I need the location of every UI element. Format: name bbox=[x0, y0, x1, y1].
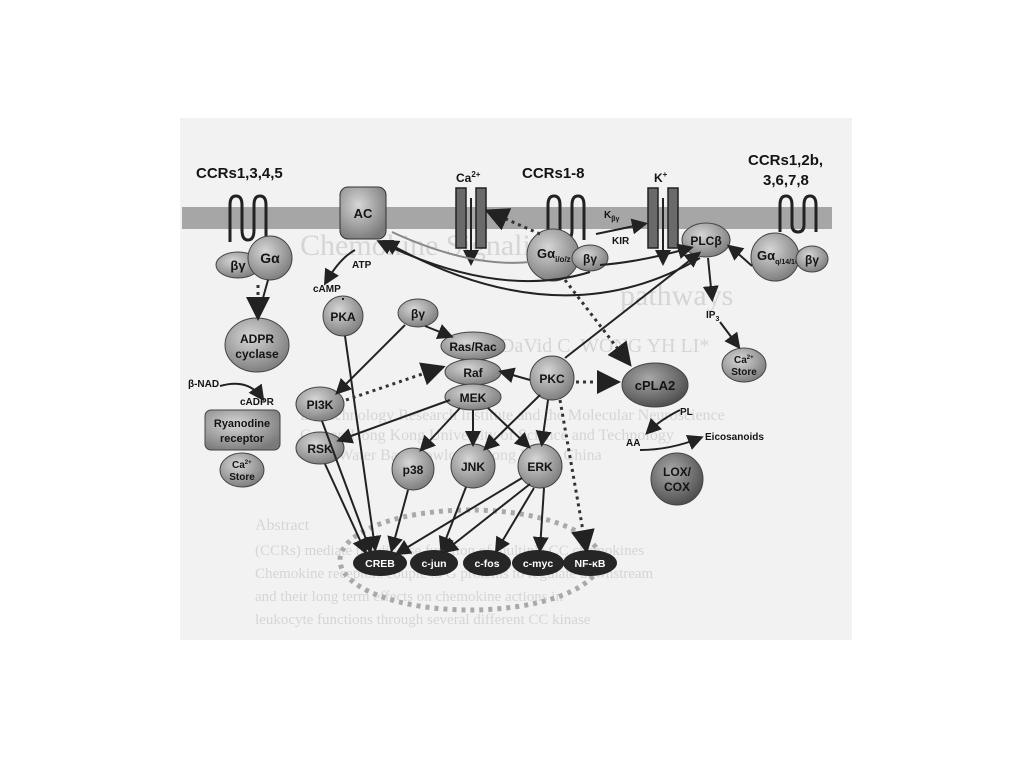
atp-label: ATP bbox=[352, 260, 372, 271]
receptor-label-right-2: 3,6,7,8 bbox=[763, 172, 809, 189]
store-right-ca: Ca2+ bbox=[734, 355, 754, 366]
rsk-node bbox=[295, 431, 345, 465]
svg-text:Abstract: Abstract bbox=[255, 517, 310, 534]
lox-cox-node bbox=[650, 452, 704, 506]
beta-gamma-left-label: βγ bbox=[230, 258, 246, 273]
beta-nad-label: β-NAD bbox=[188, 379, 219, 390]
ras-rac-label: Ras/Rac bbox=[449, 340, 497, 354]
lox-label-2: COX bbox=[664, 480, 690, 494]
pka-label: PKA bbox=[330, 310, 356, 324]
calcium-channel-label: Ca2+ bbox=[456, 170, 481, 185]
tf-nf-kb bbox=[563, 550, 617, 576]
k-beta-gamma-label: Kβγ bbox=[604, 210, 620, 223]
receptor-icon-left bbox=[228, 194, 268, 242]
svg-text:leukocyte functions through se: leukocyte functions through several diff… bbox=[255, 612, 591, 628]
adpr-label-2: cyclase bbox=[235, 347, 279, 361]
p38-node bbox=[391, 447, 435, 491]
pi3k-node bbox=[295, 386, 345, 422]
lox-label-1: LOX/ bbox=[663, 465, 692, 479]
svg-text:Center, Hong Kong University o: Center, Hong Kong University of Science … bbox=[300, 427, 674, 444]
erk-label: ERK bbox=[527, 460, 553, 474]
plc-beta-label: PLCβ bbox=[690, 234, 721, 248]
store-left-ca: Ca2+ bbox=[232, 460, 252, 471]
store-left-word: Store bbox=[229, 472, 255, 483]
beta-gamma-middle-label: βγ bbox=[583, 252, 597, 266]
camp-label: cAMP bbox=[313, 284, 341, 295]
beta-gamma-right-label: βγ bbox=[805, 253, 819, 267]
pka-node bbox=[322, 295, 364, 337]
ac-label: AC bbox=[354, 206, 373, 221]
beta-gamma-free-label: βγ bbox=[411, 307, 425, 321]
svg-text:Chemokine Signaling: Chemokine Signaling bbox=[300, 229, 561, 262]
g-alpha-left bbox=[247, 235, 293, 281]
tf-c-jun-label: c-jun bbox=[421, 558, 446, 570]
receptor-icon-right bbox=[778, 194, 818, 234]
g-alpha-left-label: Gα bbox=[260, 250, 280, 266]
beta-gamma-free bbox=[397, 298, 439, 328]
cpla2-label: cPLA2 bbox=[635, 378, 675, 393]
g-alpha-i-label: Gαi/o/z bbox=[537, 246, 571, 264]
svg-text:and their long term effects on: and their long term effects on chemokine… bbox=[255, 589, 563, 605]
jnk-label: JNK bbox=[461, 460, 485, 474]
svg-text:pathways: pathways bbox=[620, 279, 733, 312]
potassium-channel bbox=[647, 187, 679, 266]
potassium-channel-label: K+ bbox=[654, 170, 668, 185]
svg-text:DaVid C. WONG YH LI*: DaVid C. WONG YH LI* bbox=[500, 335, 709, 357]
raf-label: Raf bbox=[463, 366, 483, 380]
tf-c-fos-label: c-fos bbox=[474, 558, 499, 570]
tf-c-myc-label: c-myc bbox=[523, 558, 554, 570]
tf-c-fos bbox=[463, 550, 511, 576]
tf-c-myc bbox=[512, 550, 564, 576]
store-right-word: Store bbox=[731, 367, 757, 378]
receptor-label-left: CCRs1,3,4,5 bbox=[196, 165, 283, 182]
p38-label: p38 bbox=[403, 463, 424, 477]
ryanodine-label-1: Ryanodine bbox=[214, 418, 270, 430]
pl-label: PL bbox=[680, 407, 693, 418]
ryanodine-receptor-box bbox=[204, 409, 281, 451]
ryanodine-label-2: receptor bbox=[220, 433, 265, 445]
mek-label: MEK bbox=[460, 391, 487, 405]
tf-creb bbox=[353, 550, 407, 576]
dotted-arrows bbox=[246, 208, 632, 554]
tf-creb-label: CREB bbox=[365, 558, 395, 570]
beta-gamma-right bbox=[795, 245, 829, 273]
g-alpha-q-label: Gαq/14/16 bbox=[757, 248, 799, 266]
beta-gamma-middle bbox=[571, 244, 609, 272]
receptor-label-right-1: CCRs1,2b, bbox=[748, 152, 823, 169]
rsk-label: RSK bbox=[307, 442, 333, 456]
ip3-label: IP3 bbox=[706, 310, 719, 323]
cadpr-label: cADPR bbox=[240, 397, 275, 408]
aa-label: AA bbox=[626, 438, 640, 449]
kir-label: KIR bbox=[612, 236, 630, 247]
eicosanoids-label: Eicosanoids bbox=[705, 432, 764, 443]
adpr-label-1: ADPR bbox=[240, 332, 274, 346]
tf-nf-kb-label: NF-κB bbox=[575, 558, 606, 570]
pkc-node bbox=[529, 355, 575, 401]
cpla2-node bbox=[621, 362, 689, 408]
receptor-label-middle: CCRs1-8 bbox=[522, 165, 585, 182]
plc-beta-node bbox=[681, 222, 731, 258]
tf-c-jun bbox=[410, 550, 458, 576]
pkc-label: PKC bbox=[539, 372, 565, 386]
svg-text:Biotechnology Research Institu: Biotechnology Research Institute and the… bbox=[300, 407, 725, 424]
calcium-store-right bbox=[721, 347, 767, 383]
transcription-factor-row: CREB c-jun c-fos c-myc NF-κB bbox=[353, 550, 617, 576]
calcium-store-left bbox=[219, 452, 265, 488]
activation-arrows bbox=[219, 231, 753, 556]
pi3k-label: PI3K bbox=[307, 398, 334, 412]
adenylyl-cyclase-box bbox=[339, 186, 387, 240]
